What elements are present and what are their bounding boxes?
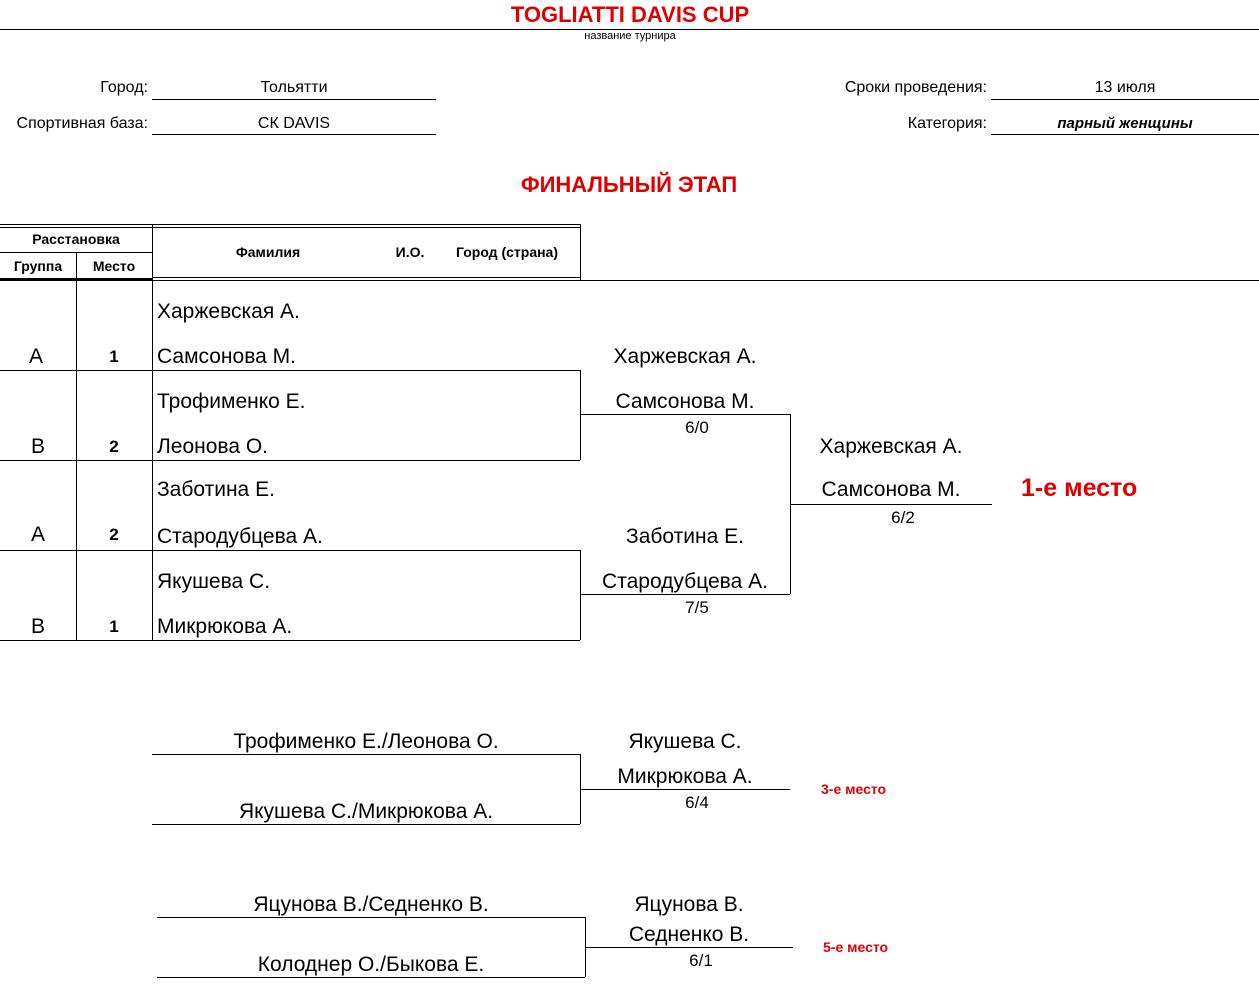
match-winner: Якушева С.	[628, 730, 742, 753]
bracket-line	[580, 370, 581, 460]
third-place-label: 3-е место	[821, 781, 887, 797]
group-cell: А	[30, 523, 46, 546]
player-name: Микрюкова А.	[157, 615, 293, 638]
divider	[0, 29, 1259, 30]
tournament-title: TOGLIATTI DAVIS CUP	[510, 2, 750, 27]
match-score: 6/2	[891, 508, 915, 527]
team-name: Якушева С./Микрюкова А.	[238, 800, 494, 823]
place-cell: 2	[109, 525, 119, 544]
fifth-place-label: 5-е место	[823, 939, 889, 955]
team-name: Яцунова В./Седненко В.	[253, 893, 489, 916]
match-winner: Микрюкова А.	[617, 765, 753, 788]
dates-label: Сроки проведения:	[844, 79, 987, 96]
final-winner: Самсонова М.	[821, 478, 961, 501]
column-border	[152, 224, 153, 640]
city-header: Город (страна)	[455, 244, 559, 260]
group-header: Группа	[13, 258, 63, 274]
bracket-line	[152, 824, 580, 825]
semi-winner: Самсонова М.	[615, 390, 755, 413]
place-header: Место	[92, 258, 136, 274]
column-border	[76, 252, 77, 640]
bracket-line	[580, 414, 790, 415]
match-score: 6/0	[685, 418, 709, 437]
team-name: Трофименко Е./Леонова О.	[233, 730, 499, 753]
header-border	[152, 277, 580, 278]
dates-value: 13 июля	[1094, 79, 1156, 96]
column-border	[580, 224, 581, 280]
bracket-line	[790, 504, 992, 505]
header-border	[0, 227, 580, 228]
initials-header: И.О.	[395, 244, 425, 260]
player-name: Заботина Е.	[157, 478, 275, 501]
semi-winner: Харжевская А.	[613, 345, 757, 368]
match-score: 6/1	[689, 951, 713, 970]
bracket-line	[580, 550, 581, 640]
header-border	[0, 224, 580, 225]
base-underline	[152, 134, 436, 135]
row-border	[0, 370, 580, 371]
place-cell: 2	[109, 437, 119, 456]
first-place-label: 1-е место	[1021, 474, 1138, 502]
player-name: Самсонова М.	[157, 345, 296, 368]
place-cell: 1	[109, 617, 119, 636]
group-cell: В	[30, 435, 46, 458]
stage-title: ФИНАЛЬНЫЙ ЭТАП	[520, 172, 738, 197]
bracket-line	[152, 754, 580, 755]
row-border	[0, 640, 580, 641]
category-underline	[991, 134, 1259, 135]
category-label: Категория:	[907, 115, 987, 132]
group-cell: В	[30, 615, 46, 638]
header-border	[0, 278, 152, 281]
base-label: Спортивная база:	[16, 115, 148, 132]
bracket-line	[580, 594, 790, 595]
surname-header: Фамилия	[235, 244, 301, 260]
base-value: СК DAVIS	[257, 115, 331, 132]
row-border	[0, 460, 580, 461]
match-winner: Яцунова В.	[634, 893, 744, 916]
bracket-line	[157, 917, 585, 918]
player-name: Трофименко Е.	[157, 390, 306, 413]
final-winner: Харжевская А.	[819, 435, 963, 458]
player-name: Леонова О.	[157, 435, 269, 458]
row-border	[0, 550, 580, 551]
tournament-subtitle: название турнира	[584, 30, 676, 42]
bracket-line	[157, 977, 585, 978]
header-border	[152, 280, 1259, 281]
city-label: Город:	[100, 79, 148, 96]
place-cell: 1	[109, 347, 119, 366]
group-cell: А	[28, 345, 44, 368]
bracket-line	[580, 789, 790, 790]
match-score: 7/5	[685, 598, 709, 617]
city-underline	[152, 99, 436, 100]
city-value: Тольятти	[260, 79, 328, 96]
semi-winner: Заботина Е.	[626, 525, 744, 548]
match-score: 6/4	[685, 793, 709, 812]
semi-winner: Стародубцева А.	[602, 570, 768, 593]
player-name: Стародубцева А.	[157, 525, 323, 548]
player-name: Харжевская А.	[157, 300, 300, 323]
bracket-line	[585, 947, 793, 948]
seeding-header: Расстановка	[32, 231, 120, 247]
player-name: Якушева С.	[157, 570, 271, 593]
dates-underline	[991, 99, 1259, 100]
team-name: Колоднер О./Быкова Е.	[257, 953, 485, 976]
match-winner: Седненко В.	[628, 923, 750, 946]
category-value: парный женщины	[1057, 115, 1193, 132]
